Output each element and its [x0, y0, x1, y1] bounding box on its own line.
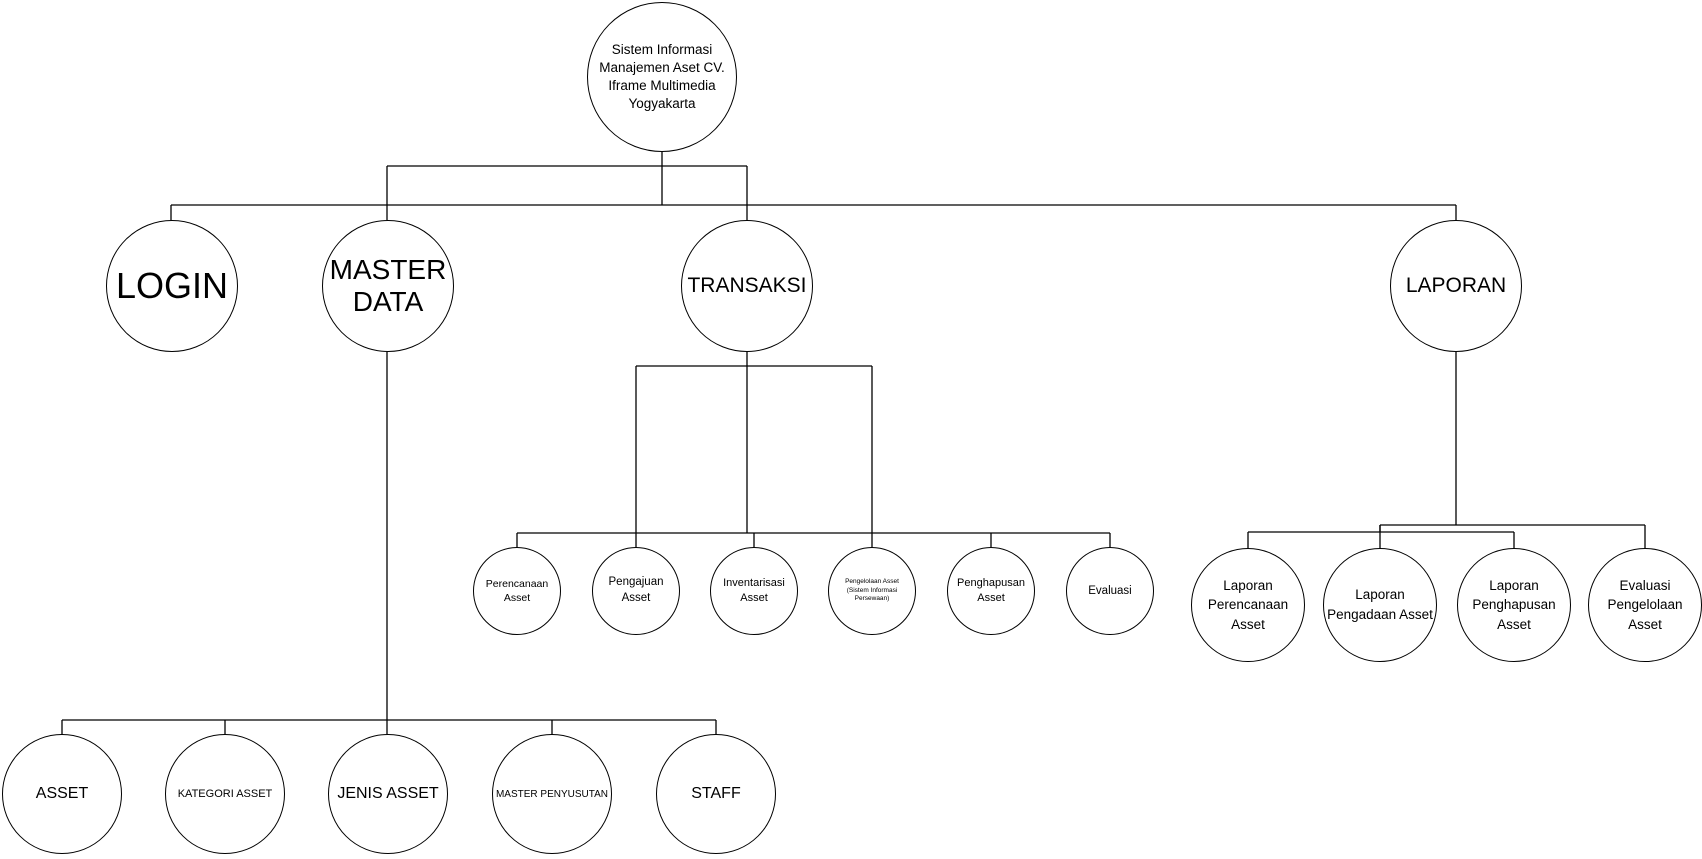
asset-label: ASSET	[35, 785, 89, 802]
root-label: Sistem Informasi Manajemen Aset CV. Ifra…	[599, 41, 725, 112]
staff-node: STAFF	[656, 734, 776, 854]
evaluasi-label: Evaluasi	[1088, 585, 1132, 597]
penghapusan-asset-node: Penghapusan Asset	[947, 547, 1035, 635]
transaksi-node: TRANSAKSI	[681, 220, 813, 352]
evaluasi-pengelolaan-asset-node: Evaluasi Pengelolaan Asset	[1588, 548, 1702, 662]
penghapusan-asset-label: Penghapusan Asset	[957, 577, 1025, 604]
evaluasi-node: Evaluasi	[1066, 547, 1154, 635]
perencanaan-asset-label: Perencanaan Asset	[485, 577, 549, 604]
laporan-penghapusan-asset-node: Laporan Penghapusan Asset	[1457, 548, 1571, 662]
inventarisasi-asset-node: Inventarisasi Asset	[710, 547, 798, 635]
staff-label: STAFF	[691, 785, 741, 802]
laporan-penghapusan-asset-label: Laporan Penghapusan Asset	[1472, 577, 1556, 632]
pengajuan-asset-label: Pengajuan Asset	[608, 576, 664, 604]
pengelolaan-asset-label: Pengelolaan Asset (Sistem Informasi Pers…	[845, 578, 899, 603]
laporan-pengadaan-asset-label: Laporan Pengadaan Asset	[1327, 587, 1433, 622]
master-data-label: MASTER DATA	[329, 253, 447, 317]
transaksi-label: TRANSAKSI	[687, 274, 807, 297]
laporan-perencanaan-asset-label: Laporan Perencanaan Asset	[1207, 577, 1289, 632]
evaluasi-pengelolaan-asset-label: Evaluasi Pengelolaan Asset	[1607, 577, 1683, 632]
asset-node: ASSET	[2, 734, 122, 854]
laporan-node: LAPORAN	[1390, 220, 1522, 352]
laporan-perencanaan-asset-node: Laporan Perencanaan Asset	[1191, 548, 1305, 662]
master-penyusutan-label: MASTER PENYUSUTAN	[495, 788, 609, 800]
perencanaan-asset-node: Perencanaan Asset	[473, 547, 561, 635]
pengajuan-asset-node: Pengajuan Asset	[592, 547, 680, 635]
login-node: LOGIN	[106, 220, 238, 352]
login-label: LOGIN	[115, 265, 229, 306]
master-penyusutan-node: MASTER PENYUSUTAN	[492, 734, 612, 854]
laporan-pengadaan-asset-node: Laporan Pengadaan Asset	[1323, 548, 1437, 662]
jenis-asset-label: JENIS ASSET	[337, 785, 439, 802]
laporan-label: LAPORAN	[1405, 274, 1507, 297]
root-node: Sistem Informasi Manajemen Aset CV. Ifra…	[587, 2, 737, 152]
kategori-asset-node: KATEGORI ASSET	[165, 734, 285, 854]
pengelolaan-asset-node: Pengelolaan Asset (Sistem Informasi Pers…	[828, 547, 916, 635]
jenis-asset-node: JENIS ASSET	[328, 734, 448, 854]
master-data-node: MASTER DATA	[322, 220, 454, 352]
inventarisasi-asset-label: Inventarisasi Asset	[723, 577, 785, 604]
kategori-asset-label: KATEGORI ASSET	[177, 788, 273, 800]
